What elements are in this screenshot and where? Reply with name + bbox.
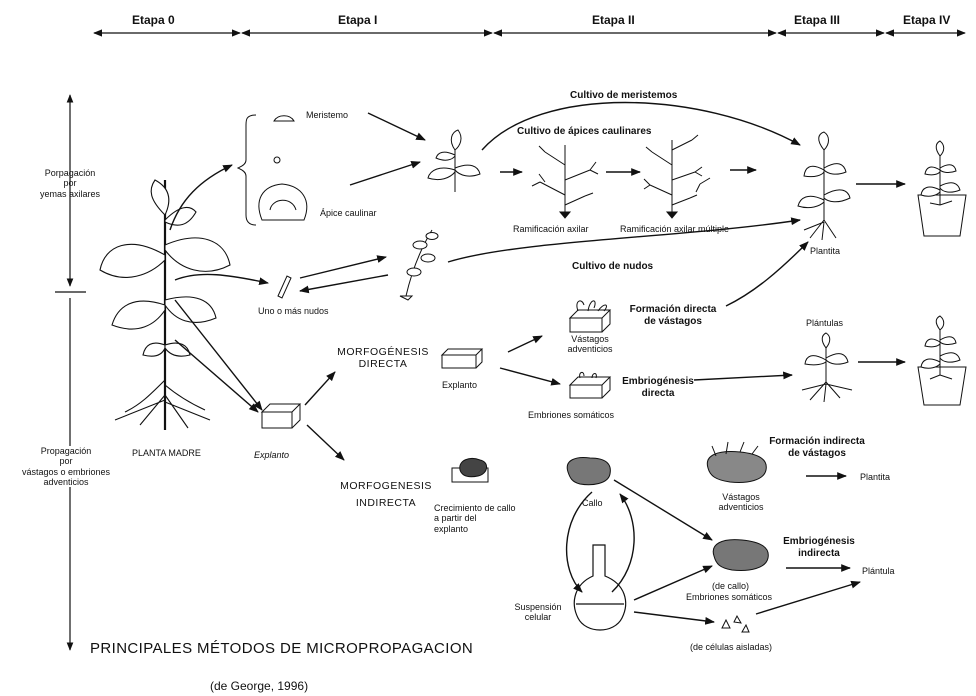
somatic-embryos-2-label: Embriones somáticos: [686, 592, 773, 602]
apex-label: Ápice caulinar: [320, 208, 377, 218]
initial-shoot-illustration: [427, 129, 481, 192]
adventitious-shoots-label: Vástagos adventicios: [567, 334, 613, 355]
stage-2-label: Etapa II: [592, 13, 635, 27]
adventitious-propagation-label: Propagación por vástagos o embriones adv…: [6, 446, 126, 488]
isolated-embryos-illustration: [721, 614, 750, 633]
callus-label: Callo: [582, 498, 603, 508]
apex-illustration: [258, 183, 308, 221]
stage-0-label: Etapa 0: [132, 13, 175, 27]
from-callus-label: (de callo): [712, 581, 750, 591]
multiple-branching-illustration: [643, 134, 711, 219]
multiple-branching-label: Ramificación axilar múltiple: [620, 224, 730, 234]
plantula-label: Plántula: [862, 566, 895, 576]
direct-morphogenesis-label: MORFOGÉNESIS DIRECTA: [337, 346, 429, 371]
indirect-embryo-callus-illustration: [712, 539, 769, 571]
explant-block-illustration: [260, 403, 302, 429]
somatic-embryos-label: Embriones somáticos: [528, 410, 615, 420]
stage-3-label: Etapa III: [794, 13, 841, 27]
flow-arrows: [169, 101, 906, 625]
explant-direct-label: Explanto: [442, 380, 478, 390]
indirect-shoot-formation-label: Formación indirecta de vástagos: [769, 436, 865, 459]
meristem-label: Meristemo: [306, 110, 349, 120]
bracket: [236, 114, 257, 226]
direct-shoot-formation-label: Formación directa de vástagos: [629, 304, 717, 327]
mother-plant-illustration: [99, 179, 231, 430]
indirect-morphogenesis-label: MORFOGENESIS INDIRECTA: [340, 480, 432, 509]
bud-dot-illustration: [273, 156, 281, 164]
plantlet-label: Plantita: [810, 246, 841, 256]
apex-culture-label: Cultivo de ápices caulinares: [517, 126, 652, 137]
plantlet-illustration: [797, 131, 851, 241]
adventitious-shoots-2-label: Vástagos adventicios: [718, 492, 764, 513]
plantulas-illustration: [801, 332, 853, 403]
explant-direct-illustration: [440, 348, 484, 369]
direct-embryogenesis-label: Embriogénesis directa: [622, 376, 694, 399]
callus-growth-illustration: [451, 457, 489, 483]
isolated-cells-label: (de células aisladas): [690, 642, 773, 652]
plantulas-label: Plántulas: [806, 318, 844, 328]
mother-plant-label: PLANTA MADRE: [132, 448, 201, 458]
indirect-shoot-callus-illustration: [706, 441, 767, 483]
somatic-embryo-block-illustration: [568, 371, 612, 399]
plantlet-2-label: Plantita: [860, 472, 891, 482]
stage-4-label: Etapa IV: [903, 13, 951, 27]
node-shoot-illustration: [399, 229, 439, 301]
axillary-branching-illustration: [531, 145, 599, 219]
callus-growth-label: Crecimiento de callo a partir del explan…: [434, 503, 516, 534]
source-credit: (de George, 1996): [210, 679, 309, 693]
adventitious-shoot-block-illustration: [568, 300, 612, 333]
cell-suspension-label: Suspensión celular: [514, 602, 562, 623]
node-illustration: [277, 275, 292, 299]
nodes-label: Uno o más nudos: [258, 306, 329, 316]
indirect-embryogenesis-label: Embriogénesis indirecta: [783, 536, 855, 559]
potted-plant-2-illustration: [917, 315, 967, 406]
potted-plant-illustration: [917, 140, 967, 237]
axillary-branching-label: Ramificación axilar: [513, 224, 589, 234]
bottom-title: PRINCIPALES MÉTODOS DE MICROPROPAGACION: [90, 640, 474, 657]
axillary-propagation-label: Porpagación por yemas axilares: [39, 168, 101, 199]
explant-label: Explanto: [254, 450, 290, 460]
node-culture-label: Cultivo de nudos: [572, 261, 654, 272]
callus-illustration: [566, 457, 611, 486]
meristem-illustration: [273, 115, 295, 122]
meristem-culture-label: Cultivo de meristemos: [570, 90, 678, 101]
stage-1-label: Etapa I: [338, 13, 378, 27]
flask-illustration: [573, 544, 627, 631]
